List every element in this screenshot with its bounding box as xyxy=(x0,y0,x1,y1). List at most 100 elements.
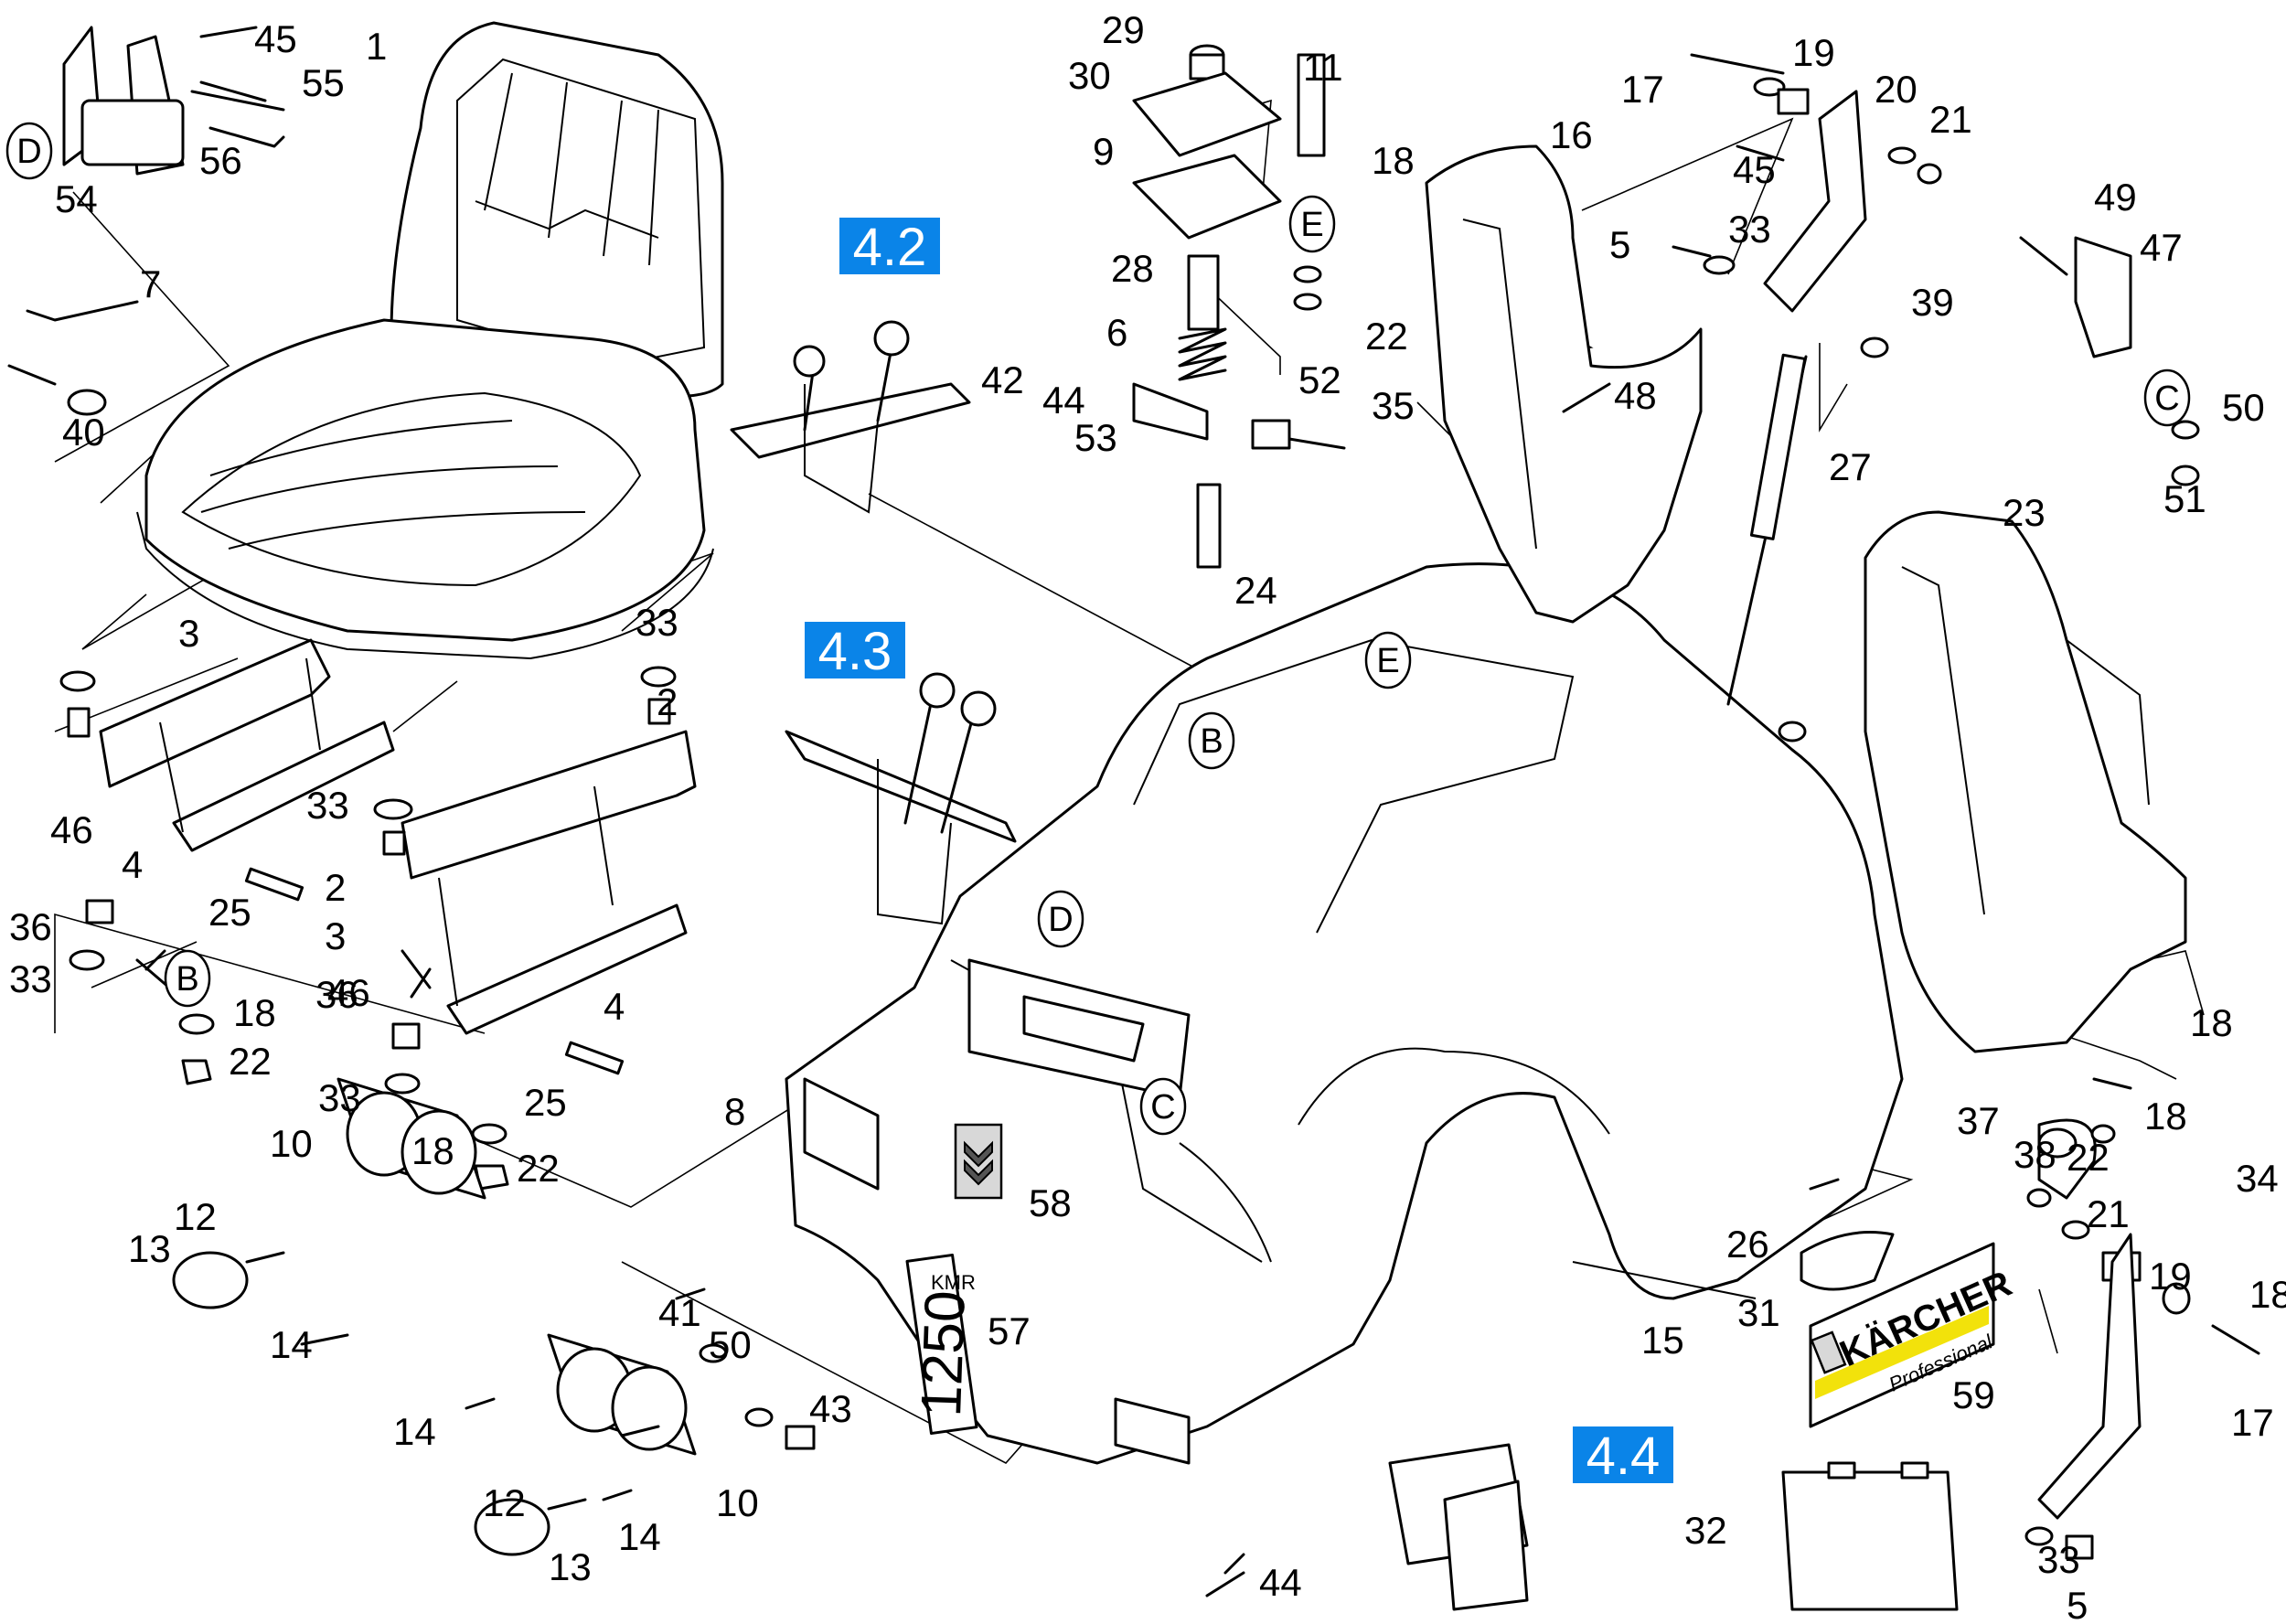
part-number-53: 53 xyxy=(1074,416,1117,459)
model-plate-number: 1250 xyxy=(910,1289,977,1417)
part-number-8: 8 xyxy=(724,1090,745,1133)
part-number-47: 47 xyxy=(2140,226,2183,269)
part-number-36: 36 xyxy=(315,973,358,1016)
part-number-10: 10 xyxy=(716,1481,759,1524)
part-number-37: 37 xyxy=(1957,1099,2000,1142)
part-number-18: 18 xyxy=(2144,1095,2187,1138)
main-body-housing xyxy=(785,562,1904,1465)
part-number-30: 30 xyxy=(1068,54,1111,97)
part-number-6: 6 xyxy=(1106,311,1127,354)
part-number-50: 50 xyxy=(709,1323,752,1366)
part-number-44: 44 xyxy=(1259,1561,1302,1604)
part-number-51: 51 xyxy=(2163,477,2206,520)
part-number-21: 21 xyxy=(1929,98,1972,141)
part-number-33: 33 xyxy=(306,784,349,827)
part-number-54: 54 xyxy=(55,177,98,220)
part-number-5: 5 xyxy=(1609,223,1630,266)
section-ref-4-2[interactable]: 4.2 xyxy=(839,218,940,277)
svg-text:D: D xyxy=(1048,901,1073,939)
part-number-13: 13 xyxy=(549,1545,592,1588)
part-number-33: 33 xyxy=(1728,208,1771,251)
part-number-12: 12 xyxy=(174,1195,217,1238)
part-number-46: 46 xyxy=(327,971,370,1014)
part-number-33: 33 xyxy=(636,601,678,644)
part-number-22: 22 xyxy=(517,1147,560,1190)
part-number-21: 21 xyxy=(2087,1192,2130,1235)
part-number-4: 4 xyxy=(604,985,625,1028)
part-number-24: 24 xyxy=(1234,569,1277,612)
part-number-36: 36 xyxy=(9,905,52,948)
side-guards xyxy=(1425,144,2187,1053)
left-hardware xyxy=(7,26,677,1191)
part-number-14: 14 xyxy=(270,1323,313,1366)
svg-text:C: C xyxy=(1150,1088,1175,1127)
circle-ref-d-2: D xyxy=(1037,890,1084,948)
part-number-41: 41 xyxy=(658,1291,701,1334)
part-number-26: 26 xyxy=(1726,1223,1769,1266)
part-number-18: 18 xyxy=(233,991,276,1034)
part-number-57: 57 xyxy=(988,1309,1031,1352)
part-number-50: 50 xyxy=(2222,386,2265,429)
seat-rails xyxy=(99,638,697,1075)
part-number-5: 5 xyxy=(2067,1584,2088,1624)
circle-ref-c-1: C xyxy=(2143,369,2191,427)
part-number-56: 56 xyxy=(199,139,242,182)
part-number-38: 38 xyxy=(2014,1133,2056,1176)
svg-text:C: C xyxy=(2154,379,2179,418)
svg-text:B: B xyxy=(176,960,198,999)
seat-assembly xyxy=(136,21,724,660)
part-number-13: 13 xyxy=(128,1227,171,1270)
part-number-25: 25 xyxy=(524,1081,567,1124)
part-number-15: 15 xyxy=(1641,1319,1684,1362)
part-number-29: 29 xyxy=(1102,8,1145,51)
part-number-11: 11 xyxy=(1303,46,1343,89)
part-number-55: 55 xyxy=(302,61,345,104)
part-number-27: 27 xyxy=(1829,445,1872,488)
svg-text:B: B xyxy=(1200,722,1223,761)
part-number-33: 33 xyxy=(318,1076,361,1119)
part-number-52: 52 xyxy=(1298,358,1341,401)
part-number-14: 14 xyxy=(393,1410,436,1453)
model-plate: KMR 1250 xyxy=(905,1253,978,1436)
circle-ref-b-2: B xyxy=(1188,711,1235,770)
part-number-9: 9 xyxy=(1093,130,1114,173)
part-number-19: 19 xyxy=(1792,31,1835,74)
part-number-45: 45 xyxy=(254,17,297,60)
svg-text:D: D xyxy=(16,133,41,171)
part-number-33: 33 xyxy=(9,957,52,1000)
part-number-12: 12 xyxy=(483,1481,526,1524)
part-number-43: 43 xyxy=(809,1387,852,1430)
section-ref-4-4[interactable]: 4.4 xyxy=(1573,1426,1673,1486)
part-number-31: 31 xyxy=(1737,1291,1780,1334)
bottom-right-parts xyxy=(1205,1077,2260,1611)
part-number-28: 28 xyxy=(1111,247,1154,290)
part-number-33: 33 xyxy=(2037,1538,2080,1581)
section-ref-4-3[interactable]: 4.3 xyxy=(805,622,905,681)
circle-ref-d-1: D xyxy=(5,122,53,180)
part-number-18: 18 xyxy=(2249,1273,2286,1316)
part-number-19: 19 xyxy=(2149,1255,2192,1298)
part-number-23: 23 xyxy=(2003,491,2046,534)
part-number-34: 34 xyxy=(2236,1157,2279,1200)
part-number-4: 4 xyxy=(122,843,143,886)
part-number-22: 22 xyxy=(2067,1136,2110,1179)
part-number-14: 14 xyxy=(618,1515,661,1558)
upper-hardware xyxy=(1132,44,1346,569)
part-number-17: 17 xyxy=(2231,1401,2274,1444)
part-number-48: 48 xyxy=(1614,374,1657,417)
part-number-16: 16 xyxy=(1550,113,1593,156)
svg-text:4.3: 4.3 xyxy=(818,622,892,681)
part-number-44: 44 xyxy=(1042,379,1085,422)
part-number-2: 2 xyxy=(657,680,678,723)
right-hardware xyxy=(1562,53,2200,743)
control-levers xyxy=(730,320,1017,925)
circle-ref-e-1: E xyxy=(1288,195,1336,253)
part-number-22: 22 xyxy=(1365,315,1408,358)
part-number-2: 2 xyxy=(325,866,346,909)
part-number-25: 25 xyxy=(208,891,251,934)
part-number-18: 18 xyxy=(411,1129,454,1172)
section-references: 4.2 4.3 4.4 xyxy=(805,218,1673,1486)
